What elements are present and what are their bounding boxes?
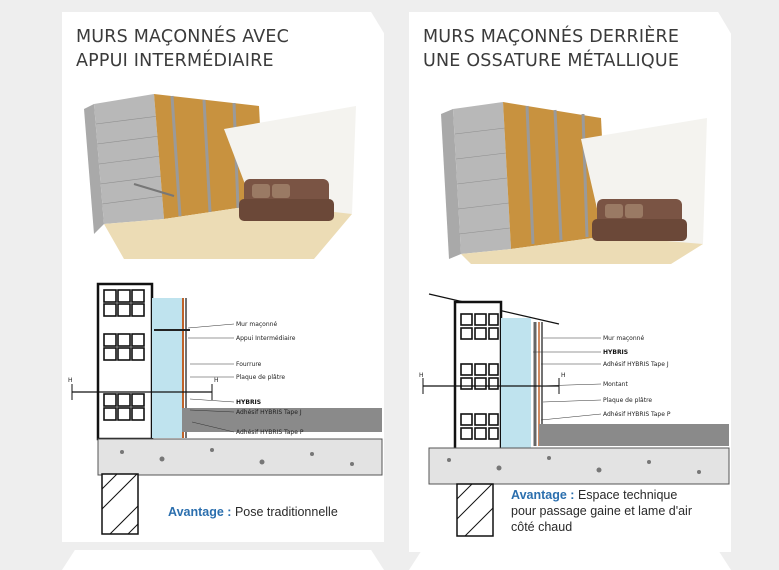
label-hybris: HYBRIS [236,399,261,406]
section-diagram-left: H H Mur maçonné Appui Intermédiaire Four… [68,282,383,535]
label-montant-r: Montant [603,381,628,388]
advantage-left: Avantage : Pose traditionnelle [168,505,338,519]
card-right: MURS MAÇONNÉS DERRIÈRE UNE OSSATURE MÉTA… [409,12,731,552]
section-diagram-right: H H Mur maçonné HYBRIS Adhésif HYBRIS Ta… [419,293,730,537]
next-card-right-edge [409,550,731,570]
h-marker-right-r: H [561,372,566,379]
card-left-title: MURS MAÇONNÉS AVEC APPUI INTERMÉDIAIRE [76,27,290,71]
label-mur-maconne: Mur maçonné [236,321,277,328]
label-plaque: Plaque de plâtre [236,374,285,381]
label-plaque-r: Plaque de plâtre [603,397,652,404]
sofa-left [239,179,334,221]
room-illustration-right [441,102,707,264]
label-tape-j-r: Adhésif HYBRIS Tape J [603,361,669,368]
h-marker-left-r: H [419,372,424,379]
sofa-right [592,199,687,241]
label-hybris-r: HYBRIS [603,349,628,356]
card-left: MURS MAÇONNÉS AVEC APPUI INTERMÉDIAIRE [62,12,384,542]
label-fourrure: Fourrure [236,361,262,368]
label-tape-p: Adhésif HYBRIS Tape P [236,429,304,436]
label-appui: Appui Intermédiaire [236,335,296,342]
label-mur-maconne-r: Mur maçonné [603,335,644,342]
room-illustration-left [84,94,356,259]
label-tape-j: Adhésif HYBRIS Tape J [236,409,302,416]
label-tape-p-r: Adhésif HYBRIS Tape P [603,411,671,418]
h-marker-right: H [214,377,219,384]
card-right-title: MURS MAÇONNÉS DERRIÈRE UNE OSSATURE MÉTA… [423,27,680,71]
h-marker-left: H [68,377,73,384]
advantage-right: Avantage : Espace technique pour passage… [511,488,692,534]
next-card-left-edge [62,550,384,570]
